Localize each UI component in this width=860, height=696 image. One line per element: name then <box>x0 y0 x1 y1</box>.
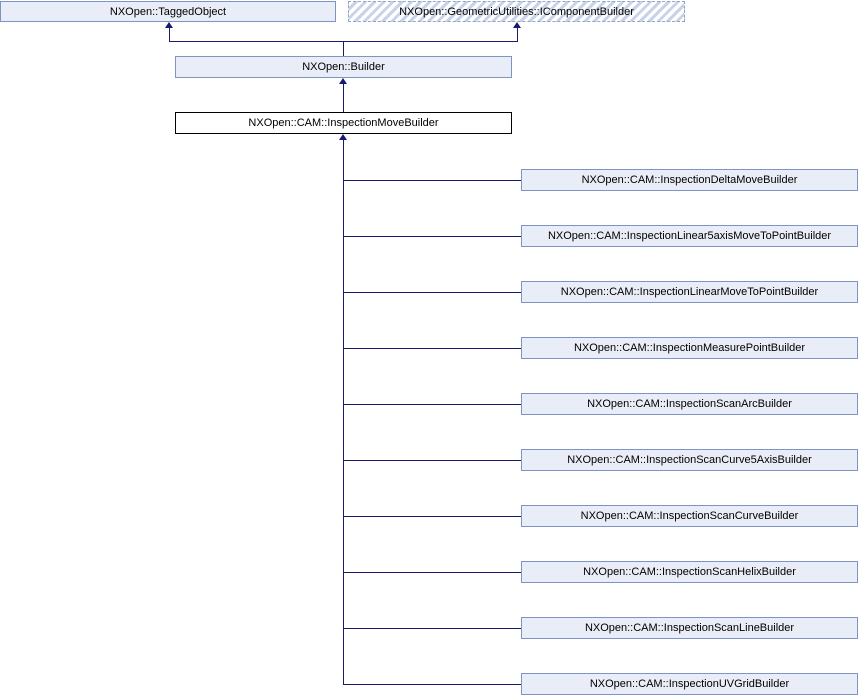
edge-branch-scan-line <box>344 628 521 629</box>
inheritance-arrow-builder <box>339 78 347 84</box>
edge-branch-delta-move <box>344 180 521 181</box>
edge-branch-uv-grid <box>344 684 521 685</box>
edge-children-trunk <box>343 140 344 685</box>
class-node-tagged-object[interactable]: NXOpen::TaggedObject <box>0 1 336 22</box>
inheritance-arrow-focus <box>339 134 347 140</box>
edge-branch-measure-point <box>344 348 521 349</box>
class-node-icomponent-builder[interactable]: NXOpen::GeometricUtilities::IComponentBu… <box>348 1 685 22</box>
child-node-linear-move-to-point[interactable]: NXOpen::CAM::InspectionLinearMoveToPoint… <box>521 281 858 303</box>
edge-branch-scan-arc <box>344 404 521 405</box>
child-node-uv-grid[interactable]: NXOpen::CAM::InspectionUVGridBuilder <box>521 673 858 695</box>
edge-branch-scan-curve <box>344 516 521 517</box>
edge-branch-linear-move-to-point <box>344 292 521 293</box>
child-node-measure-point[interactable]: NXOpen::CAM::InspectionMeasurePointBuild… <box>521 337 858 359</box>
child-node-delta-move[interactable]: NXOpen::CAM::InspectionDeltaMoveBuilder <box>521 169 858 191</box>
edge-stub-tagged-object <box>169 28 170 41</box>
class-node-inspection-move-builder: NXOpen::CAM::InspectionMoveBuilder <box>175 112 512 134</box>
class-node-builder[interactable]: NXOpen::Builder <box>175 56 512 78</box>
child-node-scan-curve-5axis[interactable]: NXOpen::CAM::InspectionScanCurve5AxisBui… <box>521 449 858 471</box>
child-node-scan-helix[interactable]: NXOpen::CAM::InspectionScanHelixBuilder <box>521 561 858 583</box>
edge-branch-linear5axis-move-to-point <box>344 236 521 237</box>
edge-stub-icomponent-builder <box>517 28 518 41</box>
edge-branch-scan-curve-5axis <box>344 460 521 461</box>
child-node-scan-curve[interactable]: NXOpen::CAM::InspectionScanCurveBuilder <box>521 505 858 527</box>
edge-builder-to-parents <box>343 41 344 56</box>
child-node-scan-arc[interactable]: NXOpen::CAM::InspectionScanArcBuilder <box>521 393 858 415</box>
child-node-linear5axis-move-to-point[interactable]: NXOpen::CAM::InspectionLinear5axisMoveTo… <box>521 225 858 247</box>
edge-focus-to-builder <box>343 84 344 112</box>
inheritance-arrow-icomponent-builder <box>513 22 521 28</box>
inheritance-arrow-tagged-object <box>165 22 173 28</box>
child-node-scan-line[interactable]: NXOpen::CAM::InspectionScanLineBuilder <box>521 617 858 639</box>
edge-branch-scan-helix <box>344 572 521 573</box>
